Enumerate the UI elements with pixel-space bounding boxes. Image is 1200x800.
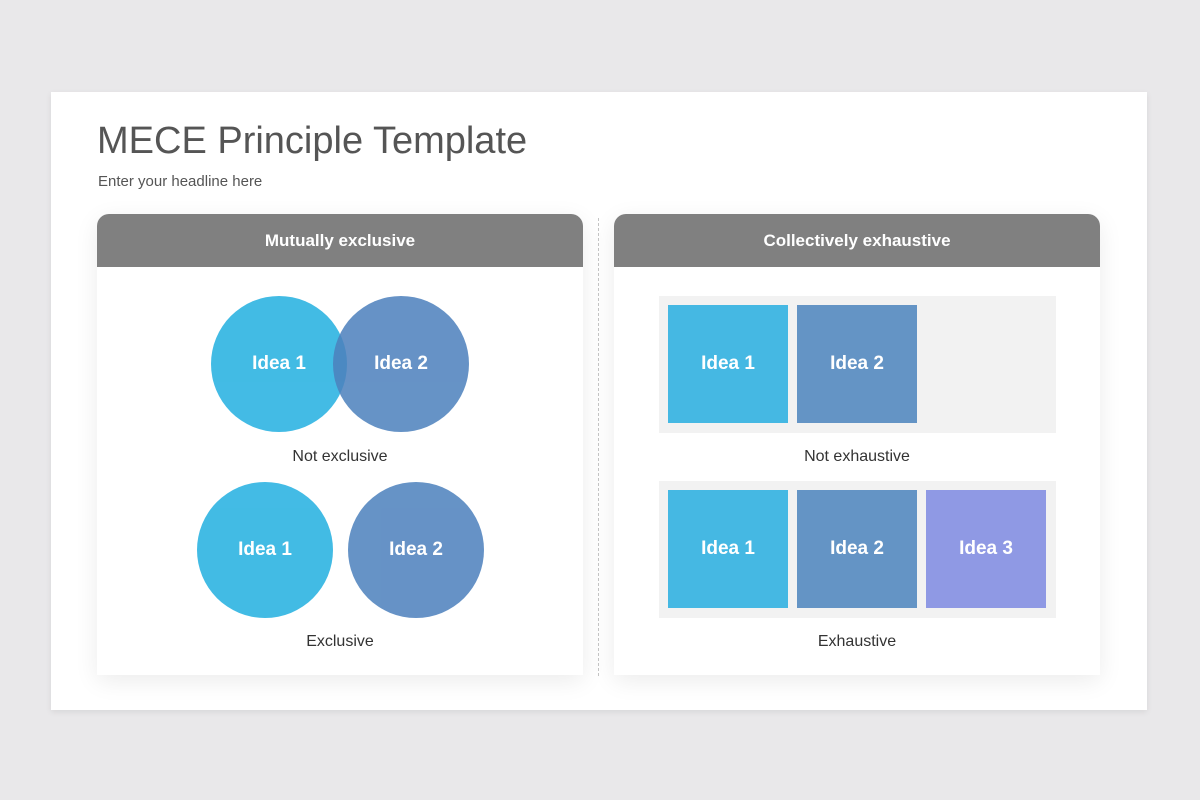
not-exhaustive-idea-2-box: Idea 2 bbox=[797, 305, 917, 423]
exhaustive-idea-3-box: Idea 3 bbox=[926, 490, 1046, 608]
page-title: MECE Principle Template bbox=[97, 120, 528, 162]
exclusive-idea-1-circle: Idea 1 bbox=[197, 482, 333, 618]
exclusive-idea-2-circle: Idea 2 bbox=[348, 482, 484, 618]
not-exhaustive-caption: Not exhaustive bbox=[804, 448, 910, 465]
not-exclusive-caption: Not exclusive bbox=[292, 448, 388, 465]
exhaustive-idea-1-box: Idea 1 bbox=[668, 490, 788, 608]
exclusive-caption: Exclusive bbox=[306, 633, 374, 650]
collectively-exhaustive-panel: Collectively exhaustive Idea 1 Idea 2 No… bbox=[614, 214, 1100, 675]
page-subtitle: Enter your headline here bbox=[98, 173, 263, 190]
exhaustive-idea-2-box: Idea 2 bbox=[797, 490, 917, 608]
panel-divider bbox=[598, 218, 599, 676]
exhaustive-caption: Exhaustive bbox=[817, 633, 897, 650]
mutually-exclusive-panel: Mutually exclusive Idea 1 Idea 2 Not exc… bbox=[97, 214, 583, 675]
exhaustive-tray: Idea 1 Idea 2 Idea 3 bbox=[659, 481, 1056, 618]
not-exclusive-idea-1-circle: Idea 1 bbox=[211, 296, 347, 432]
collectively-exhaustive-header: Collectively exhaustive bbox=[614, 214, 1100, 267]
not-exhaustive-idea-1-box: Idea 1 bbox=[668, 305, 788, 423]
not-exhaustive-tray: Idea 1 Idea 2 bbox=[659, 296, 1056, 433]
not-exclusive-idea-2-circle: Idea 2 bbox=[333, 296, 469, 432]
mutually-exclusive-header: Mutually exclusive bbox=[97, 214, 583, 267]
